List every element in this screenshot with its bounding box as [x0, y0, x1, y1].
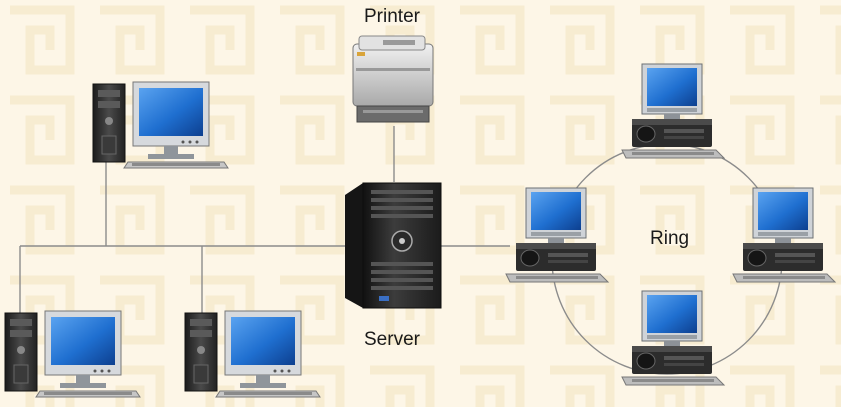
printer-icon — [352, 35, 434, 123]
printer-label: Printer — [364, 6, 420, 27]
ring-label: Ring — [650, 228, 690, 249]
server-label: Server — [364, 329, 420, 350]
server-icon — [345, 182, 442, 309]
